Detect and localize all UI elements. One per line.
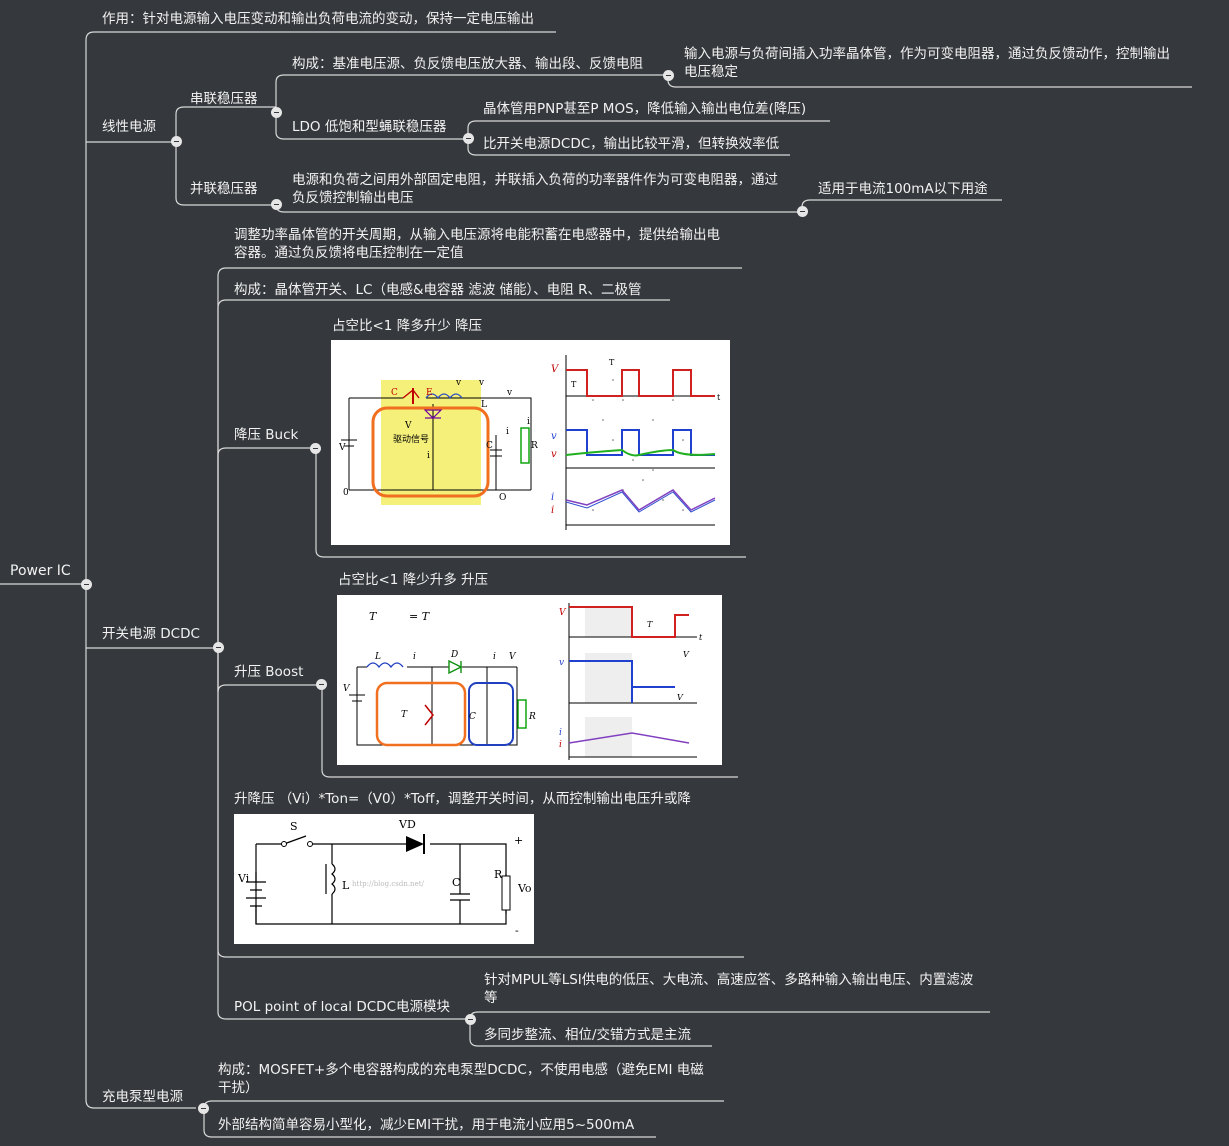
buck-node[interactable]: 降压 Buck (234, 427, 299, 443)
svg-text:Vi: Vi (237, 872, 250, 885)
shunt-regulator-node[interactable]: 并联稳压器 (190, 181, 258, 197)
dcdc-composition-node[interactable]: 构成：晶体管开关、LC（电感&电容器 滤波 储能）、电阻 R、二极管 (234, 282, 642, 298)
collapse-pol-toggle[interactable] (465, 1014, 476, 1025)
collapse-dcdc-toggle[interactable] (213, 642, 224, 653)
svg-text:V: V (343, 684, 351, 694)
svg-text:i: i (527, 417, 530, 427)
svg-text:V: V (509, 652, 517, 662)
svg-text:v: v (455, 378, 462, 388)
svg-text:V: V (404, 421, 412, 431)
svg-text:v: v (506, 388, 513, 398)
purpose-node[interactable]: 作用：针对电源输入电压变动和输出负荷电流的变动，保持一定电压输出 (102, 11, 534, 27)
buck-note-node[interactable]: 占空比<1 降多升少 降压 (332, 318, 482, 334)
collapse-chargepump-toggle[interactable] (198, 1103, 209, 1114)
svg-text:v: v (478, 378, 485, 388)
shunt-desc-node[interactable]: 电源和负荷之间用外部固定电阻，并联插入负荷的功率器件作为可变电阻器，通过负反馈控… (292, 172, 778, 206)
drive-block (381, 380, 481, 505)
boost-note-node[interactable]: 占空比<1 降少升多 升压 (338, 572, 488, 588)
svg-text:O: O (499, 493, 506, 503)
collapse-series-toggle[interactable] (271, 107, 282, 118)
svg-text:+: + (514, 834, 523, 847)
svg-text:L: L (342, 879, 350, 892)
svg-text:i: i (551, 505, 554, 516)
svg-text:C: C (391, 388, 398, 398)
svg-text:C: C (486, 441, 493, 451)
svg-text:E: E (426, 388, 433, 398)
buckboost-figure: S VD Vi L C R Vo + - http://blog.csdn.ne… (234, 814, 534, 944)
svg-text:T: T (571, 380, 577, 389)
svg-text:S: S (290, 820, 298, 833)
dcdc-node[interactable]: 开关电源 DCDC (102, 626, 200, 642)
svg-text:驱动信号: 驱动信号 (393, 433, 429, 445)
svg-text:-: - (515, 924, 519, 937)
svg-text:T: T (369, 610, 378, 623)
collapse-shunt-desc-toggle[interactable] (797, 206, 808, 217)
svg-text:V: V (559, 608, 567, 618)
svg-text:i: i (559, 740, 562, 750)
svg-text:L: L (374, 652, 381, 662)
svg-text:V: V (551, 364, 560, 375)
svg-text:V: V (677, 693, 684, 702)
svg-text:i: i (427, 451, 430, 461)
svg-text:= T: = T (409, 610, 431, 623)
series-composition-detail-node[interactable]: 输入电源与负荷间插入功率晶体管，作为可变电阻器，通过负反馈动作，控制输出电压稳定 (684, 46, 1170, 80)
svg-text:L: L (481, 400, 487, 410)
boost-node[interactable]: 升压 Boost (234, 664, 304, 680)
svg-text:i: i (493, 652, 496, 662)
svg-text:t: t (699, 633, 703, 642)
svg-text:0: 0 (343, 488, 349, 498)
shunt-usage-node[interactable]: 适用于电流100mA以下用途 (818, 181, 988, 197)
collapse-ldo-toggle[interactable] (463, 133, 474, 144)
svg-text:D: D (450, 650, 458, 660)
ldo-point-1[interactable]: 晶体管用PNP甚至P MOS，降低输入输出电位差(降压) (483, 101, 807, 117)
collapse-buck-toggle[interactable] (310, 443, 321, 454)
series-regulator-node[interactable]: 串联稳压器 (190, 91, 258, 107)
svg-text:v: v (559, 658, 564, 668)
boost-waveforms: V v i i T V V t (559, 603, 703, 760)
svg-text:R: R (494, 868, 503, 881)
svg-text:http://blog.csdn.net/: http://blog.csdn.net/ (352, 880, 425, 888)
svg-text:R: R (531, 441, 538, 451)
chargepump-point-2[interactable]: 外部结构简单容易小型化，减少EMI干扰，用于电流小应用5~500mA (218, 1117, 635, 1133)
collapse-composition-toggle[interactable] (663, 70, 674, 81)
buckboost-node[interactable]: 升降压 （Vi）*Ton=（V0）*Toff，调整开关时间，从而控制输出电压升或… (234, 791, 691, 807)
svg-text:T: T (401, 710, 408, 720)
ldo-node[interactable]: LDO 低饱和型蝇联稳压器 (292, 119, 447, 135)
collapse-shunt-toggle[interactable] (271, 199, 282, 210)
svg-text:T: T (609, 358, 615, 367)
pol-point-2[interactable]: 多同步整流、相位/交错方式是主流 (484, 1027, 692, 1043)
svg-text:V: V (338, 443, 346, 453)
chargepump-point-1[interactable]: 构成：MOSFET+多个电容器构成的充电泵型DCDC，不使用电感（避免EMI 电… (218, 1062, 704, 1096)
svg-text:i: i (506, 427, 509, 437)
buck-figure: C E V 驱动信号 i v v L v V C i R i 0 O (331, 340, 730, 545)
collapse-root-toggle[interactable] (81, 579, 92, 590)
svg-text:t: t (717, 393, 721, 402)
series-composition-node[interactable]: 构成：基准电压源、负反馈电压放大器、输出段、反馈电阻 (292, 56, 643, 72)
svg-text:C: C (469, 712, 476, 722)
boost-figure: T = T L i D i V V T C (337, 595, 722, 765)
buck-waveforms: V v v i i T T t (551, 355, 721, 530)
pol-point-1[interactable]: 针对MPUL等LSI供电的低压、大电流、高速应答、多路种输入输出电压、内置滤波等 (484, 972, 974, 1006)
root-node[interactable]: Power IC (10, 563, 71, 579)
svg-text:Vo: Vo (517, 882, 532, 895)
ldo-point-2[interactable]: 比开关电源DCDC，输出比较平滑，但转换效率低 (483, 136, 780, 152)
svg-text:v: v (551, 449, 557, 460)
svg-text:VD: VD (398, 818, 416, 831)
pol-node[interactable]: POL point of local DCDC电源模块 (234, 999, 450, 1015)
svg-text:R: R (528, 712, 536, 722)
collapse-linear-toggle[interactable] (171, 136, 182, 147)
svg-text:i: i (413, 652, 416, 662)
collapse-boost-toggle[interactable] (316, 679, 327, 690)
chargepump-node[interactable]: 充电泵型电源 (102, 1089, 183, 1105)
svg-text:C: C (452, 876, 460, 889)
svg-text:v: v (551, 431, 557, 442)
svg-text:i: i (559, 728, 562, 738)
svg-text:T: T (647, 620, 653, 629)
dcdc-desc-node[interactable]: 调整功率晶体管的开关周期，从输入电压源将电能积蓄在电感器中，提供给输出电容器。通… (234, 227, 720, 261)
svg-text:V: V (683, 650, 690, 659)
linear-power-node[interactable]: 线性电源 (102, 119, 156, 135)
svg-text:i: i (551, 492, 554, 503)
